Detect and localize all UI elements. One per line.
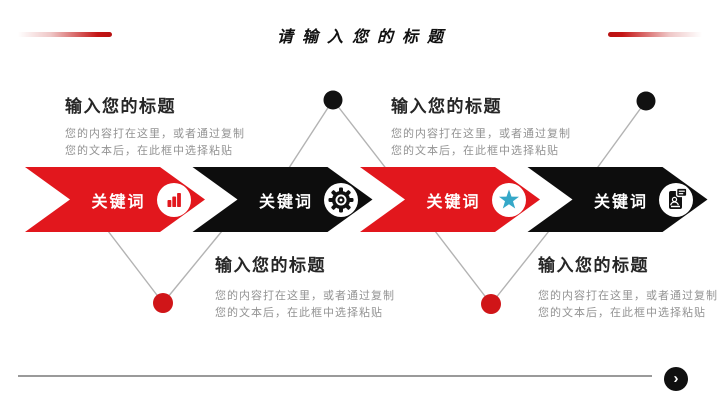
connector-dot-top-2 (636, 91, 656, 111)
bottom-divider (18, 375, 652, 377)
arrow-shape-4 (527, 167, 708, 232)
connector-lines (107, 99, 647, 305)
text-block-line1: 您的内容打在这里，或者通过复制 (391, 128, 571, 140)
bar-chart-icon (156, 182, 191, 217)
step-4-keyword: 关键词 (593, 193, 648, 211)
text-block-bottom-right: 输入您的标题 您的内容打在这里，或者通过复制 您的文本后，在此框中选择粘贴 (538, 251, 720, 322)
text-block-line1: 您的内容打在这里，或者通过复制 (538, 290, 718, 302)
text-block-top-left: 输入您的标题 您的内容打在这里，或者通过复制 您的文本后，在此框中选择粘贴 (65, 92, 315, 160)
title-accent-left (18, 32, 112, 37)
text-block-bottom-left: 输入您的标题 您的内容打在这里，或者通过复制 您的文本后，在此框中选择粘贴 (215, 251, 465, 322)
text-block-line1: 您的内容打在这里，或者通过复制 (215, 290, 395, 302)
title-accent-right (608, 32, 702, 37)
contact-card-icon (659, 182, 693, 217)
arrow-shape-2 (192, 167, 373, 232)
step-1: 关键词 (77, 167, 205, 232)
step-3-keyword: 关键词 (426, 193, 481, 211)
connector-dot-top-1 (323, 90, 343, 110)
text-block-line1: 您的内容打在这里，或者通过复制 (65, 128, 245, 140)
text-block-title: 输入您的标题 (391, 97, 502, 116)
text-block-line2: 您的文本后，在此框中选择粘贴 (391, 145, 559, 157)
slide-title: 请输入您的标题 (276, 29, 452, 46)
step-2: 关键词 (245, 167, 373, 232)
step-4: 关键词 (580, 167, 708, 232)
text-block-top-right: 输入您的标题 您的内容打在这里，或者通过复制 您的文本后，在此框中选择粘贴 (391, 92, 641, 160)
connector-dot-bottom-1 (153, 293, 173, 313)
step-2-keyword: 关键词 (258, 193, 313, 211)
text-block-title: 输入您的标题 (538, 256, 649, 275)
next-icon: › (673, 369, 679, 387)
step-3: 关键词 (412, 167, 540, 232)
text-block-title: 输入您的标题 (65, 97, 176, 116)
text-block-line2: 您的文本后，在此框中选择粘贴 (538, 307, 706, 319)
text-block-title: 输入您的标题 (215, 256, 326, 275)
gear-icon (324, 182, 358, 217)
star-icon (491, 182, 526, 217)
next-button[interactable]: › (664, 367, 688, 391)
connector-dot-bottom-2 (481, 294, 501, 314)
text-block-line2: 您的文本后，在此框中选择粘贴 (65, 145, 233, 157)
step-1-keyword: 关键词 (91, 193, 146, 211)
arrow-shape-3 (360, 167, 540, 232)
arrow-shape-1 (25, 167, 205, 232)
text-block-line2: 您的文本后，在此框中选择粘贴 (215, 307, 383, 319)
